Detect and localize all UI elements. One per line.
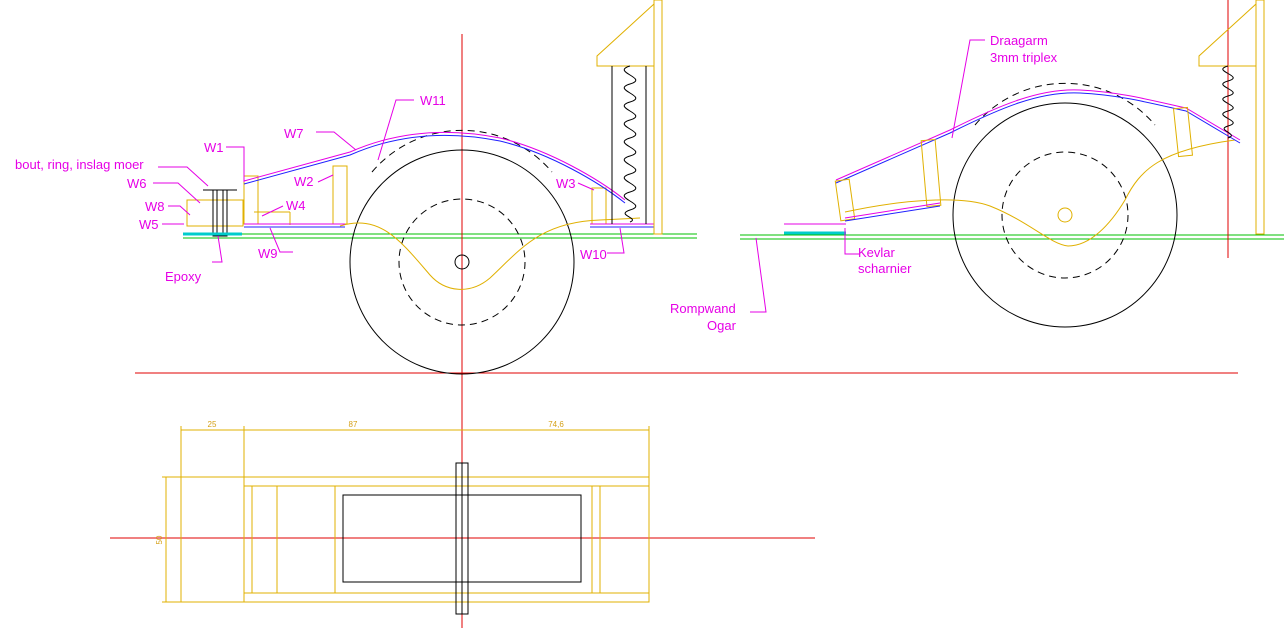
plan-outline bbox=[180, 476, 650, 603]
arm-w7-ply bbox=[243, 134, 626, 204]
leaf-spring bbox=[844, 139, 1236, 247]
coil-spring bbox=[1222, 65, 1234, 139]
side-view-left bbox=[135, 0, 1238, 628]
arm-draagarm bbox=[835, 89, 1241, 181]
label-w2: W2 bbox=[294, 174, 314, 189]
annotations: bout, ring, inslag moer W1 W7 W11 W2 W6 … bbox=[15, 33, 1058, 333]
arm-w7 bbox=[243, 131, 626, 201]
label-draagarm: Draagarm bbox=[990, 33, 1048, 48]
spring-mount bbox=[596, 3, 655, 67]
axle bbox=[1057, 207, 1073, 223]
label-kevlar-sub: scharnier bbox=[858, 261, 912, 276]
label-epoxy: Epoxy bbox=[165, 269, 202, 284]
label-w9: W9 bbox=[258, 246, 278, 261]
wheel-tire bbox=[952, 102, 1178, 328]
coil-spring bbox=[623, 65, 637, 223]
label-w10: W10 bbox=[580, 247, 607, 262]
label-w3: W3 bbox=[556, 176, 576, 191]
dim-74-6: 74,6 bbox=[548, 420, 564, 429]
label-draagarm-sub: 3mm triplex bbox=[990, 50, 1058, 65]
label-w6: W6 bbox=[127, 176, 147, 191]
label-rompwand-sub: Ogar bbox=[707, 318, 737, 333]
label-bout: bout, ring, inslag moer bbox=[15, 157, 144, 172]
plan-view: 25 87 74,6 50 bbox=[110, 420, 815, 615]
mount-block-w2 bbox=[332, 165, 348, 225]
wheel-rim bbox=[1001, 151, 1129, 279]
label-w5: W5 bbox=[139, 217, 159, 232]
dim-87: 87 bbox=[349, 420, 358, 429]
side-view-right bbox=[740, 0, 1284, 328]
label-w11: W11 bbox=[420, 93, 446, 108]
dim-50: 50 bbox=[155, 535, 164, 544]
label-kevlar: Kevlar bbox=[858, 245, 896, 260]
leaf-spring bbox=[339, 217, 641, 290]
wheel-rim bbox=[398, 198, 526, 326]
bolt bbox=[212, 189, 228, 237]
label-w4: W4 bbox=[286, 198, 306, 213]
label-rompwand: Rompwand bbox=[670, 301, 736, 316]
wheel-tire bbox=[349, 149, 575, 375]
tire-outline-dashed bbox=[371, 129, 553, 173]
label-w7: W7 bbox=[284, 126, 304, 141]
leaders bbox=[153, 39, 985, 313]
w6-block bbox=[186, 199, 244, 227]
label-w8: W8 bbox=[145, 199, 165, 214]
dim-25: 25 bbox=[208, 420, 217, 429]
mount-block-w3 bbox=[591, 187, 607, 225]
axle bbox=[454, 254, 470, 270]
label-w1: W1 bbox=[204, 140, 224, 155]
fuselage-frame bbox=[653, 0, 663, 235]
